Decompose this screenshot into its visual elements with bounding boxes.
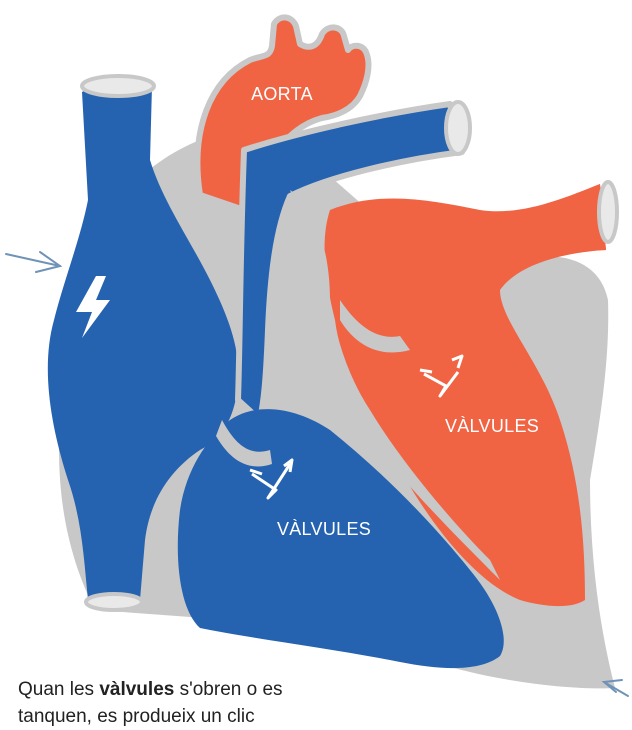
caption-bold: vàlvules [99,679,174,700]
valves-right-label: VÀLVULES [445,416,539,436]
aorta-label: AORTA [251,84,313,104]
valves-left-label: VÀLVULES [277,519,371,539]
pointer-arrow-icon [6,252,60,272]
caption-after: s'obren o es [174,679,282,700]
vena-cava-bottom-opening [86,594,142,610]
caption-before: Quan les [18,679,99,700]
pulmonary-artery-opening [446,102,470,154]
caption-text: Quan les vàlvules s'obren o es tanquen, … [18,676,458,730]
pulmonary-vein-opening [599,182,617,242]
vena-cava-top-opening [82,76,154,96]
caption-line2: tanquen, es produeix un clic [18,706,255,727]
